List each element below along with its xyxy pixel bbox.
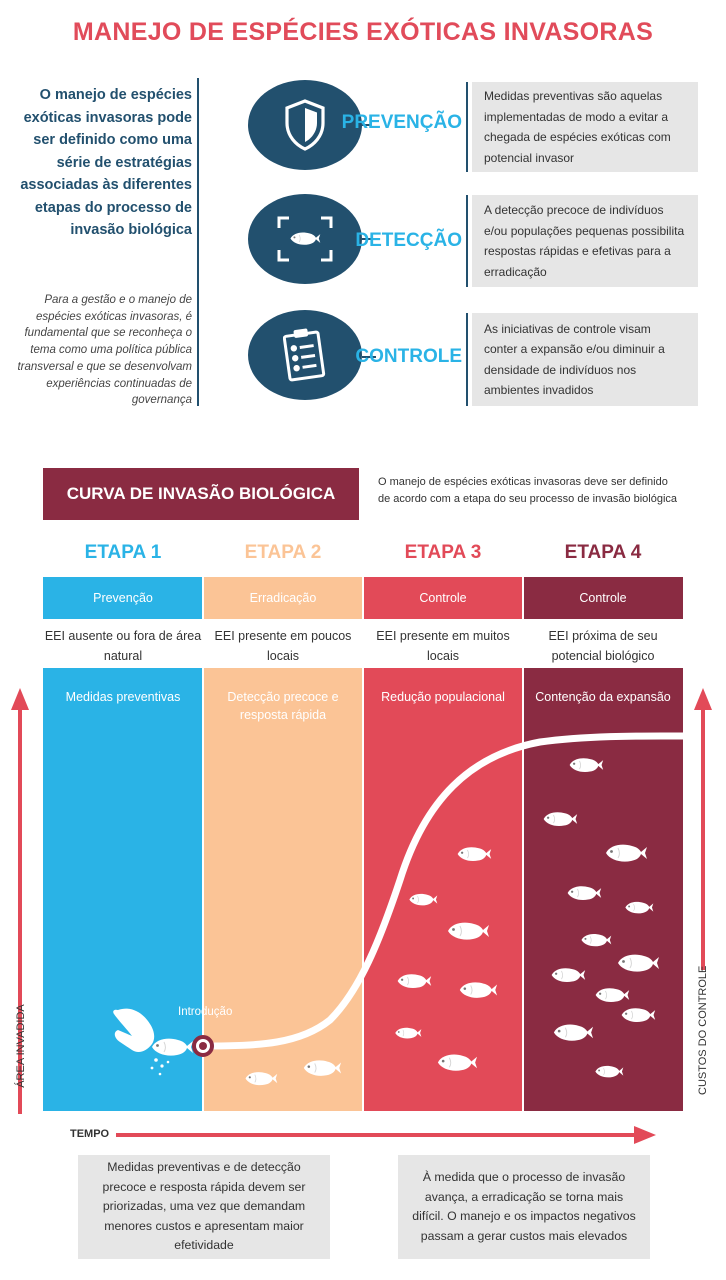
cost-axis-label: CUSTOS DO CONTROLE [697,965,709,1095]
etapa-3-state: EEI presente em muitos locais [376,629,510,663]
fish-icon [605,844,648,863]
column-separator [362,577,364,619]
cost-axis-arrow [694,688,712,970]
etapa-3-column [363,668,523,1111]
footer-left-note: Medidas preventivas e de detecção precoc… [78,1155,330,1259]
fish-scan-icon [277,216,333,262]
etapa-4-category-label: Controle [579,591,627,605]
connector-line [362,356,376,358]
fish-icon [303,1059,342,1077]
column-separator [522,668,524,1111]
curve-banner-title: CURVA DE INVASÃO BIOLÓGICA [66,484,336,503]
stage-label-controle: CONTROLE [355,346,462,367]
stage-description-text: As iniciativas de controle visam conter … [484,321,665,398]
fish-icon [437,1054,478,1072]
prevention-badge [248,80,362,170]
fish-icon [151,1038,194,1057]
fish-icon [581,933,612,947]
page-title: MANEJO DE ESPÉCIES EXÓTICAS INVASORAS [72,18,654,46]
fish-icon [617,954,660,973]
x-axis-label: TEMPO [70,1128,110,1140]
x-axis-arrow [116,1126,656,1144]
invasion-curve-line [200,732,688,1050]
column-separator [522,577,524,619]
stage-label-deteccao: DETECÇÃO [355,230,462,251]
etapa-1-title: ETAPA 1 [84,542,162,563]
detection-badge [248,194,362,284]
fish-icon [543,811,578,827]
etapa-4-state: EEI próxima de seu potencial biológico [548,629,658,663]
fish-icon [394,1027,422,1039]
fish-icon [553,1024,594,1042]
fish-icon [621,1007,656,1023]
footer-right-text: À medida que o processo de invasão avanç… [412,1170,636,1243]
etapa-4-category: Controle [523,577,683,619]
introduction-marker-dot [199,1042,207,1050]
etapa-3-action: Redução populacional [381,690,505,704]
introduction-label: Introdução [178,1006,233,1018]
fish-icon [447,922,490,941]
footer-left-text: Medidas preventivas e de detecção precoc… [102,1160,306,1253]
y-axis-label: ÁREA INVADIDA [15,1004,27,1088]
fish-icon [595,1065,624,1078]
stage-description-controle: As iniciativas de controle visam conter … [472,313,698,406]
column-separator [202,668,204,1111]
column-separator [362,668,364,1111]
curve-description: O manejo de espécies exóticas invasoras … [378,476,678,505]
footer-right-note: À medida que o processo de invasão avanç… [398,1155,650,1259]
shield-icon [285,99,325,151]
etapa-2-action: Detecção precoce e resposta rápida [227,690,339,722]
stage-description-text: A detecção precoce de indivíduos e/ou po… [484,203,685,279]
stage-description-text: Medidas preventivas são aquelas implemen… [484,89,671,165]
etapa-1-category-label: Prevenção [93,591,153,605]
etapa-1-state: EEI ausente ou fora de área natural [44,629,202,663]
fish-icon [595,987,630,1003]
y-axis-arrow [11,688,29,1114]
stage-divider [466,195,468,287]
etapa-3-title: ETAPA 3 [404,542,482,563]
intro-divider [197,78,199,406]
fish-icon [409,893,438,906]
connector-line [362,238,376,240]
fish-icon [567,885,602,901]
etapa-4-title: ETAPA 4 [564,542,642,563]
fish-icon [569,757,604,773]
control-badge [248,310,362,400]
stage-divider [466,82,468,172]
hand-icon [113,1008,170,1076]
etapa-2-category-label: Erradicação [249,591,317,605]
fish-icon [459,981,498,999]
fish-icon [625,901,654,914]
etapa-2-category: Erradicação [203,577,363,619]
intro-note: Para a gestão e o manejo de espécies exó… [17,294,192,407]
fish-icon [397,973,432,989]
etapa-3-category-label: Controle [419,591,467,605]
etapa-1-action: Medidas preventivas [65,690,181,704]
stage-description-deteccao: A detecção precoce de indivíduos e/ou po… [472,195,698,287]
fish-icon [457,846,492,862]
intro-statement: O manejo de espécies exóticas invasoras … [20,87,192,238]
stage-divider [466,313,468,406]
etapa-1-category: Prevenção [43,577,203,619]
connector-line [362,124,370,126]
stage-description-prevencao: Medidas preventivas são aquelas implemen… [472,82,698,172]
fish-icon [551,967,586,983]
etapa-2-state: EEI presente em poucos locais [214,629,352,663]
column-separator [202,577,204,619]
clipboard-checklist-icon [283,328,326,382]
etapa-2-title: ETAPA 2 [244,542,322,563]
etapa-4-action: Contenção da expansão [535,690,671,704]
curve-banner: CURVA DE INVASÃO BIOLÓGICA [43,468,359,520]
fish-icon [245,1071,278,1086]
etapa-2-column [203,668,363,1111]
etapa-3-category: Controle [363,577,523,619]
stage-label-prevencao: PREVENÇÃO [341,112,462,133]
